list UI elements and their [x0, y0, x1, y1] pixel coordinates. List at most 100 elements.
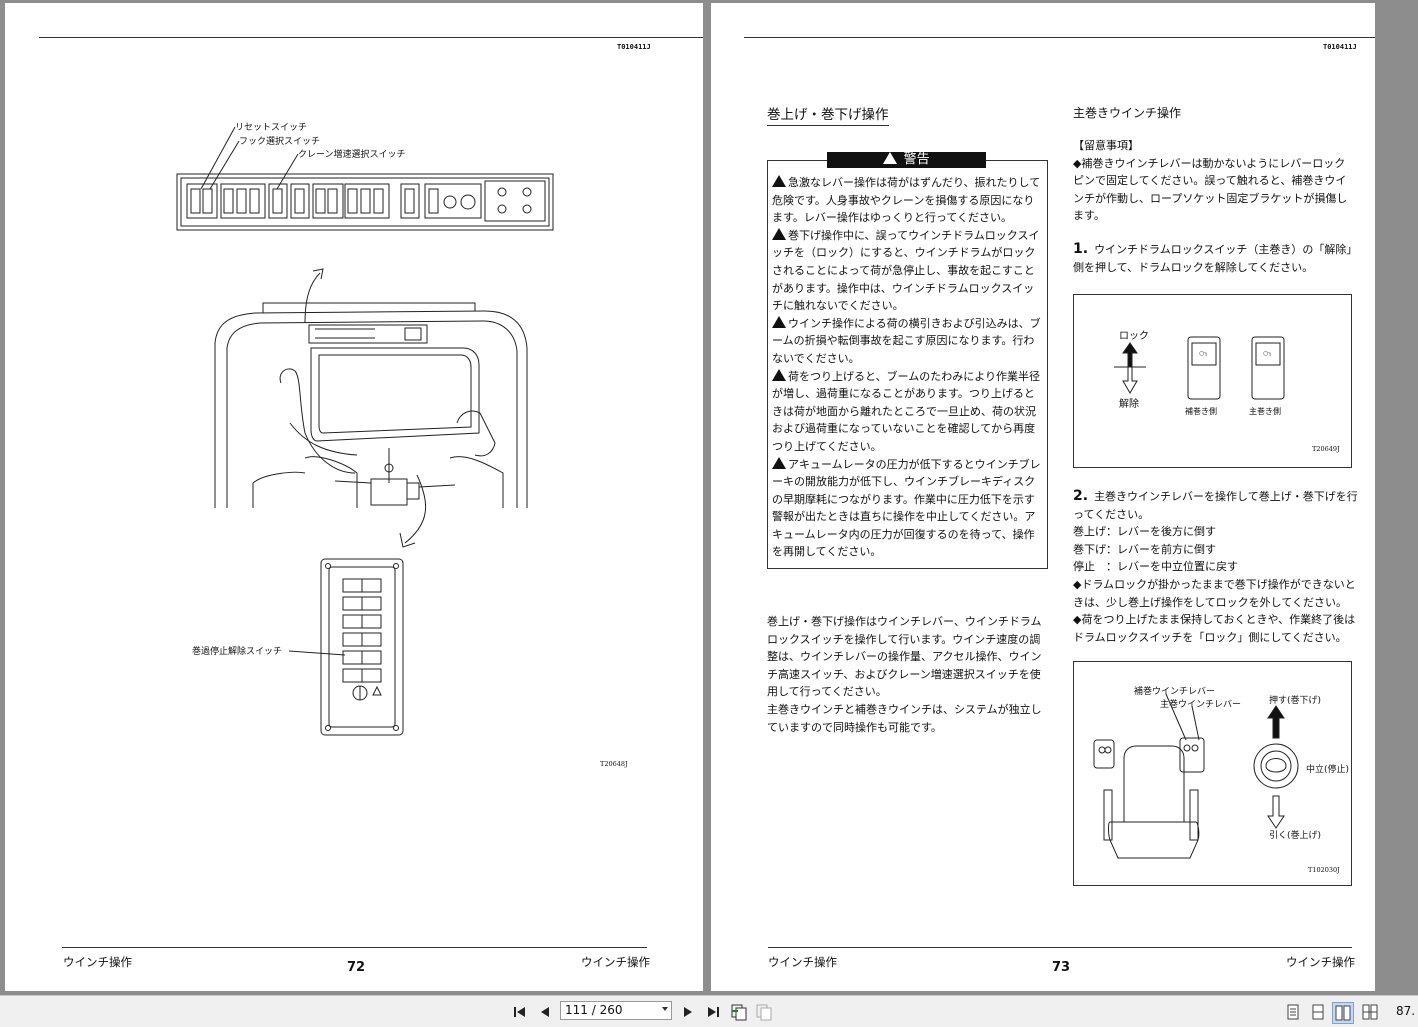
hook-select-switch-label: フック選択スイッチ	[239, 137, 321, 147]
notes-block: 【留意事項】 ◆補巻きウインチレバーは動かないようにレバーロックピンで固定してく…	[1073, 137, 1355, 225]
aux-side-label: 補巻き側	[1185, 407, 1217, 416]
warning-heading: 警告	[827, 152, 986, 168]
pull-label: 引く(巻上げ)	[1269, 831, 1322, 841]
next-page-button[interactable]	[678, 1002, 698, 1022]
continuous-page-icon	[1312, 1004, 1324, 1020]
left-page: T010411J リセットスイッチ フック選択スイッチ クレーン増速選択スイッチ…	[5, 3, 703, 991]
first-page-button[interactable]	[510, 1002, 530, 1022]
reset-switch-label: リセットスイッチ	[235, 123, 308, 133]
drum-lock-switch-illustration: ○┐ ○┐	[1114, 336, 1285, 400]
footer-rule	[62, 947, 647, 948]
facing-continuous-icon	[1362, 1004, 1378, 1020]
step-2: 2.主巻きウインチレバーを操作して巻上げ・巻下げを行ってください。 巻上げ：レバ…	[1073, 488, 1363, 646]
first-page-icon	[514, 1007, 525, 1017]
intro-paragraph: 主巻きウインチと補巻きウインチは、システムが独立していますので同時操作も可能です…	[767, 702, 1042, 734]
footer-right: ウインチ操作	[581, 955, 650, 969]
step-line: 巻上げ：レバーを後方に倒す	[1073, 525, 1216, 539]
svg-text:○┐: ○┐	[1199, 350, 1208, 357]
warning-item: 急激なレバー操作は荷がはずんだり、振れたりして危険です。人身事故やクレーンを損傷…	[772, 174, 1044, 227]
page-number: 72	[347, 960, 366, 975]
previous-page-button[interactable]	[535, 1002, 555, 1022]
note-item: ◆荷をつり上げたまま保持しておくときや、作業終了後はドラムロックスイッチを「ロッ…	[1073, 613, 1356, 644]
continuous-view-button[interactable]	[1308, 1002, 1328, 1022]
warning-icon	[883, 152, 898, 164]
viewer-toolbar: 111 / 260 87.	[0, 995, 1418, 1027]
warning-item: ウインチ操作による荷の横引きおよび引込みは、ブームの折損や転倒事故を起こす原因に…	[772, 315, 1044, 368]
step-text: 主巻きウインチレバーを操作して巻上げ・巻下げを行ってください。	[1073, 490, 1358, 521]
subsection-title: 主巻きウインチ操作	[1073, 106, 1182, 120]
note-item: ◆ドラムロックが掛かったままで巻下げ操作ができないときは、少し巻上げ操作をしてロ…	[1073, 577, 1356, 609]
single-page-icon	[1287, 1004, 1299, 1020]
crane-speedup-switch-label: クレーン増速選択スイッチ	[298, 150, 406, 160]
copy-page-button[interactable]	[729, 1002, 749, 1022]
step-line: 停止 ：レバーを中立位置に戻す	[1073, 560, 1238, 574]
warning-item: アキュームレータの圧力が低下するとウインチブレーキの開放能力が低下し、ウインチブ…	[772, 456, 1044, 562]
intro-text: 巻上げ・巻下げ操作はウインチレバー、ウインチドラムロックスイッチを操作して行いま…	[767, 613, 1049, 736]
figure-ref: T20648J	[600, 760, 628, 768]
warning-icon	[772, 315, 786, 328]
step-text: ウインチドラムロックスイッチ（主巻き）の「解除」側を押して、ドラムロックを解除し…	[1073, 243, 1352, 274]
last-page-button[interactable]	[703, 1002, 723, 1022]
paste-page-icon	[756, 1004, 772, 1021]
warning-item: 巻下げ操作中に、誤ってウインチドラムロックスイッチを（ロック）にすると、ウインチ…	[772, 227, 1044, 315]
main-lever-label: 主巻ウインチレバー	[1160, 700, 1242, 710]
warning-heading-text: 警告	[903, 152, 930, 167]
release-label: 解除	[1119, 399, 1139, 410]
zoom-level[interactable]: 87.	[1396, 1004, 1416, 1018]
main-side-label: 主巻き側	[1249, 407, 1281, 416]
winch-lever-figure: 補巻ウインチレバー 主巻ウインチレバー 押す(巻下げ) 中立(停止) 引く(巻上…	[1073, 661, 1352, 886]
page-indicator: 111 / 260	[565, 1003, 623, 1017]
neutral-label: 中立(停止)	[1306, 765, 1350, 775]
header-rule	[39, 37, 703, 38]
step-line: 巻下げ：レバーを前方に倒す	[1073, 542, 1216, 556]
facing-continuous-view-button[interactable]	[1360, 1002, 1380, 1022]
warning-text: ウインチ操作による荷の横引きおよび引込みは、ブームの折損や転倒事故を起こす原因に…	[772, 316, 1041, 365]
previous-page-icon	[541, 1007, 549, 1017]
paste-page-button[interactable]	[754, 1002, 774, 1022]
page-number: 73	[1052, 960, 1071, 975]
footer-left: ウインチ操作	[768, 955, 837, 969]
intro-paragraph: 巻上げ・巻下げ操作はウインチレバー、ウインチドラムロックスイッチを操作して行いま…	[767, 615, 1042, 699]
warning-icon	[772, 175, 786, 187]
step-number: 2.	[1073, 488, 1089, 504]
warning-icon	[772, 227, 786, 240]
right-page: T010411J 巻上げ・巻下げ操作 警告 急激なレバー操作は荷がはずんだり、振…	[711, 3, 1375, 991]
drum-lock-figure: ロック 解除 補巻き側 主巻き側 T20649J ○┐ ○┐	[1073, 294, 1352, 468]
dropdown-caret-icon	[662, 1007, 668, 1011]
copy-page-icon	[731, 1004, 747, 1021]
figure-ref: T102030J	[1308, 866, 1340, 874]
figure-ref: T20649J	[1312, 445, 1340, 453]
switch-panel-illustration	[176, 126, 554, 736]
overwind-release-switch-label: 巻過停止解除スイッチ	[192, 647, 283, 657]
section-title: 巻上げ・巻下げ操作	[767, 103, 889, 126]
warning-text: 急激なレバー操作は荷がはずんだり、振れたりして危険です。人身事故やクレーンを損傷…	[772, 176, 1041, 225]
doc-code: T010411J	[1323, 43, 1357, 51]
push-label: 押す(巻下げ)	[1269, 696, 1322, 706]
next-page-icon	[684, 1007, 692, 1017]
winch-lever-illustration	[1093, 693, 1299, 859]
warning-text: 巻下げ操作中に、誤ってウインチドラムロックスイッチを（ロック）にすると、ウインチ…	[772, 228, 1040, 313]
header-rule	[744, 37, 1375, 38]
single-page-view-button[interactable]	[1283, 1002, 1303, 1022]
lock-label: ロック	[1119, 331, 1149, 342]
step-number: 1.	[1073, 241, 1089, 257]
footer-left: ウインチ操作	[63, 955, 132, 969]
page-selector[interactable]: 111 / 260	[560, 1001, 672, 1020]
warning-item: 荷をつり上げると、ブームのたわみにより作業半径が増し、過荷重になることがあります…	[772, 368, 1044, 456]
facing-pages-view-button[interactable]	[1332, 1002, 1354, 1024]
notes-heading: 【留意事項】	[1073, 139, 1139, 152]
svg-text:○┐: ○┐	[1263, 350, 1272, 357]
last-page-icon	[708, 1007, 719, 1017]
footer-right: ウインチ操作	[1286, 955, 1355, 969]
note-item: ◆補巻きウインチレバーは動かないようにレバーロックピンで固定してください。誤って…	[1073, 156, 1348, 223]
side-strip	[1381, 0, 1418, 995]
step-1: 1.ウインチドラムロックスイッチ（主巻き）の「解除」側を押して、ドラムロックを解…	[1073, 241, 1355, 276]
doc-code: T010411J	[617, 43, 651, 51]
aux-lever-label: 補巻ウインチレバー	[1134, 687, 1216, 697]
warning-text: アキュームレータの圧力が低下するとウインチブレーキの開放能力が低下し、ウインチブ…	[772, 457, 1041, 559]
warning-text: 荷をつり上げると、ブームのたわみにより作業半径が増し、過荷重になることがあります…	[772, 369, 1041, 453]
footer-rule	[768, 947, 1352, 948]
warning-icon	[772, 368, 786, 381]
facing-pages-icon	[1335, 1005, 1351, 1021]
warning-icon	[772, 456, 786, 469]
